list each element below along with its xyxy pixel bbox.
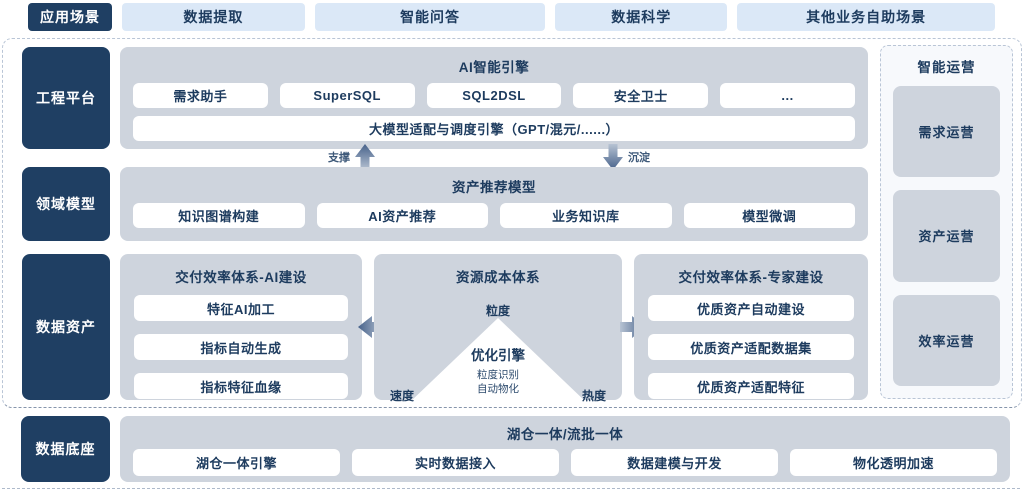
node-requirement-assistant: 需求助手 <box>133 83 268 108</box>
application-scenarios-bar: 应用场景 数据提取 智能问答 数据科学 其他业务自助场景 <box>28 3 995 31</box>
node-business-knowledge-base: 业务知识库 <box>500 203 672 228</box>
llm-adapter-bar: 大模型适配与调度引擎（GPT/混元/......） <box>133 116 855 141</box>
support-label: 支撑 <box>328 152 350 164</box>
node-feature-ai-processing: 特征AI加工 <box>134 295 348 321</box>
application-scenarios-label: 应用场景 <box>28 3 112 31</box>
delivery-expert-buttons: 优质资产自动建设 优质资产适配数据集 优质资产适配特征 <box>648 295 854 399</box>
sink-flow: 沉淀 <box>603 144 650 170</box>
intelligent-operations-title: 智能运营 <box>917 60 976 75</box>
asset-recommendation-title: 资产推荐模型 <box>452 180 536 195</box>
intelligent-operations-box: 智能运营 需求运营 资产运营 效率运营 <box>880 45 1013 399</box>
node-model-finetune: 模型微调 <box>683 203 855 228</box>
data-assets-label: 数据资产 <box>22 254 110 400</box>
resource-cost-title: 资源成本体系 <box>456 270 540 285</box>
resource-cost-panel: 资源成本体系 粒度 优化引擎 粒度识别 自动物化 速度 热度 <box>374 254 622 403</box>
delivery-ai-buttons: 特征AI加工 指标自动生成 指标特征血缘 <box>134 295 348 399</box>
node-knowledge-graph: 知识图谱构建 <box>133 203 305 228</box>
foundation-buttons: 湖仓一体引擎 实时数据接入 数据建模与开发 物化透明加速 <box>133 449 997 476</box>
node-efficiency-operations: 效率运营 <box>893 294 1000 386</box>
support-flow: 支撑 <box>328 144 375 170</box>
domain-model-buttons: 知识图谱构建 AI资产推荐 业务知识库 模型微调 <box>133 203 855 228</box>
heat-label: 热度 <box>581 389 606 403</box>
granularity-label: 粒度 <box>485 304 510 318</box>
node-supersql: SuperSQL <box>279 83 415 108</box>
node-asset-operations: 资产运营 <box>893 190 1000 282</box>
sink-label: 沉淀 <box>628 152 650 164</box>
node-ai-asset-recommend: AI资产推荐 <box>316 203 488 228</box>
up-arrow-icon <box>355 144 375 170</box>
auto-materialization-text: 自动物化 <box>477 383 519 395</box>
delivery-expert-title: 交付效率体系-专家建设 <box>678 270 824 285</box>
lakehouse-panel: 湖仓一体/流批一体 湖仓一体引擎 实时数据接入 数据建模与开发 物化透明加速 <box>120 416 1010 482</box>
delivery-ai-panel: 交付效率体系-AI建设 特征AI加工 指标自动生成 指标特征血缘 <box>120 254 362 400</box>
optimization-engine-title: 优化引擎 <box>471 348 525 363</box>
node-materialized-acceleration: 物化透明加速 <box>790 449 997 476</box>
engineering-platform-label: 工程平台 <box>22 47 110 149</box>
delivery-expert-panel: 交付效率体系-专家建设 优质资产自动建设 优质资产适配数据集 优质资产适配特征 <box>634 254 868 400</box>
domain-model-label: 领域模型 <box>22 167 110 241</box>
node-ellipsis: ... <box>720 83 855 108</box>
asset-recommendation-panel: 资产推荐模型 知识图谱构建 AI资产推荐 业务知识库 模型微调 <box>120 167 868 241</box>
right-arrow-icon <box>620 316 646 338</box>
ai-engine-buttons: 需求助手 SuperSQL SQL2DSL 安全卫士 ... <box>133 83 855 108</box>
main-architecture-box: 工程平台 AI智能引擎 需求助手 SuperSQL SQL2DSL 安全卫士 .… <box>2 38 1022 408</box>
lakehouse-title: 湖仓一体/流批一体 <box>506 427 624 442</box>
node-metric-auto-generation: 指标自动生成 <box>134 334 348 360</box>
scenario-intelligent-qa: 智能问答 <box>314 3 546 31</box>
ai-engine-title: AI智能引擎 <box>458 60 530 75</box>
operations-items: 需求运营 资产运营 效率运营 <box>893 86 1000 386</box>
granularity-recognition-text: 粒度识别 <box>477 369 519 381</box>
left-arrow-icon <box>358 316 384 338</box>
node-quality-asset-adapt-dataset: 优质资产适配数据集 <box>648 334 854 360</box>
speed-label: 速度 <box>390 389 415 403</box>
node-realtime-ingestion: 实时数据接入 <box>352 449 559 476</box>
node-metric-feature-lineage: 指标特征血缘 <box>134 373 348 399</box>
scenario-data-science: 数据科学 <box>555 3 728 31</box>
delivery-ai-title: 交付效率体系-AI建设 <box>175 270 307 285</box>
node-quality-asset-adapt-feature: 优质资产适配特征 <box>648 373 854 399</box>
down-arrow-icon <box>603 144 623 170</box>
node-quality-asset-auto-build: 优质资产自动建设 <box>648 295 854 321</box>
scenario-data-extraction: 数据提取 <box>122 3 305 31</box>
node-security-guard: 安全卫士 <box>573 83 709 108</box>
node-sql2dsl: SQL2DSL <box>426 83 562 108</box>
node-lakehouse-engine: 湖仓一体引擎 <box>133 449 340 476</box>
bottom-dashed-divider <box>2 488 1020 489</box>
data-foundation-label: 数据底座 <box>21 416 110 482</box>
node-data-modeling-dev: 数据建模与开发 <box>571 449 778 476</box>
scenario-other-self-service: 其他业务自助场景 <box>737 3 995 31</box>
ai-engine-panel: AI智能引擎 需求助手 SuperSQL SQL2DSL 安全卫士 ... 大模… <box>120 47 868 149</box>
node-demand-operations: 需求运营 <box>893 86 1000 178</box>
